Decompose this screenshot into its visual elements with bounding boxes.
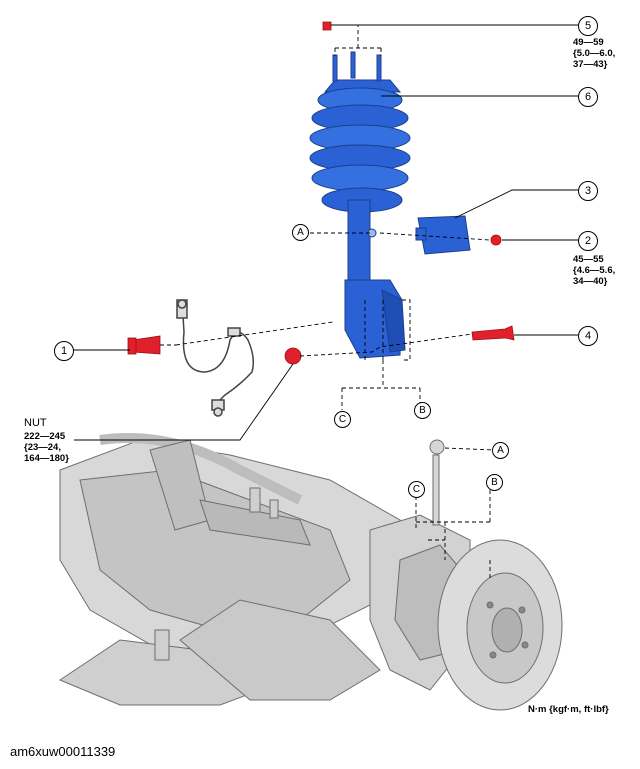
fasteners xyxy=(127,21,515,365)
strut-assembly-diagram xyxy=(58,21,578,711)
nut-torque-spec: 222—245 {23—24, 164—180} xyxy=(24,431,69,464)
bolt-1 xyxy=(132,335,161,355)
strut-assembly xyxy=(309,51,471,359)
brake-disc-illustration xyxy=(437,539,563,711)
brake-hose xyxy=(176,299,255,417)
ref-letter-c-top: C xyxy=(334,411,351,428)
callout-2: 2 xyxy=(578,231,598,251)
callout-4: 4 xyxy=(578,326,598,346)
callout-6: 6 xyxy=(578,87,598,107)
nut-label: NUT xyxy=(24,417,47,429)
ref-letter-b-top: B xyxy=(414,402,431,419)
image-id: am6xuw00011339 xyxy=(10,744,116,759)
callout-5: 5 xyxy=(578,16,598,36)
ref-letter-c-bottom: C xyxy=(408,481,425,498)
bolt-4 xyxy=(471,325,515,341)
stabilizer-link-illustration xyxy=(429,439,445,526)
suspension-subframe-illustration xyxy=(58,433,421,706)
callout-3: 3 xyxy=(578,181,598,201)
bolt-1-head xyxy=(127,337,137,355)
ref-letter-b-bottom: B xyxy=(486,474,503,491)
nut-lower xyxy=(284,347,302,365)
torque-spec-2: 45—55 {4.6—5.6, 34—40} xyxy=(573,254,616,287)
units-note: N·m {kgf·m, ft·lbf} xyxy=(528,704,609,715)
ref-letter-a-top: A xyxy=(292,224,309,241)
nut-5 xyxy=(322,21,332,31)
ref-letter-a-bottom: A xyxy=(492,442,509,459)
torque-spec-5: 49—59 {5.0—6.0, 37—43} xyxy=(573,37,616,70)
nut-2 xyxy=(490,234,502,246)
callout-1: 1 xyxy=(54,341,74,361)
leader-lines xyxy=(72,24,578,580)
